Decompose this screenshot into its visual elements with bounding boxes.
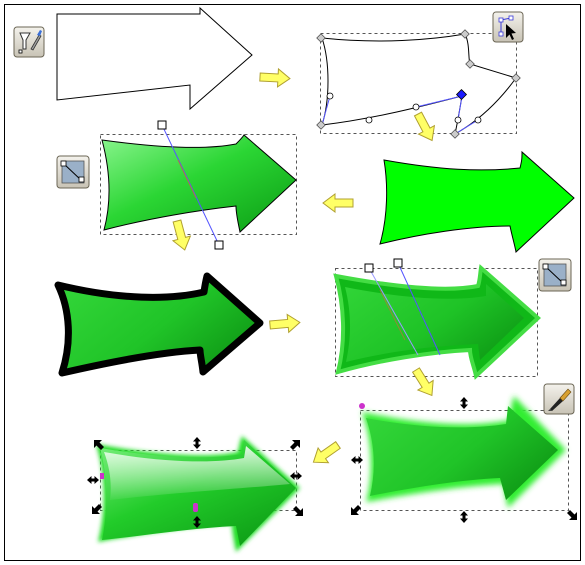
step-outline-arrow [56,6,253,111]
gradient-tool-icon [56,155,90,189]
flow-arrow-6 [407,364,441,401]
pen-tool-icon [13,26,45,58]
step-node-edited-arrow [316,29,521,139]
flow-arrow-7 [307,437,344,471]
figure-border [4,4,581,561]
flow-arrow-2 [409,109,441,146]
flow-arrow-5 [268,312,302,335]
step-glow-arrow [351,396,577,523]
gradient-tool-icon [538,258,572,292]
flow-arrow-3 [322,193,354,213]
step-flat-green-arrow [379,150,575,253]
step-double-gradient-arrow [333,258,541,380]
step-thick-stroke-arrow [54,272,264,377]
step-final-glossy-arrow [87,436,303,552]
step-gradient-arrow [100,120,297,250]
calligraphy-pen-icon [543,383,575,415]
flow-arrow-1 [259,67,291,89]
node-editor-icon [492,11,524,43]
flow-arrow-4 [167,218,194,253]
